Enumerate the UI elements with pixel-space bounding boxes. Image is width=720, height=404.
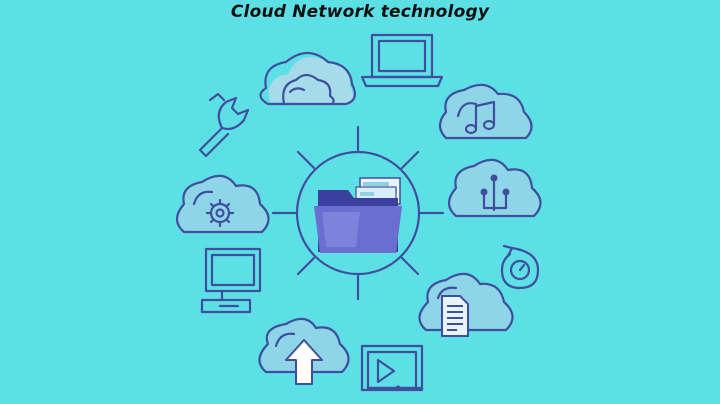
video-player-icon <box>360 344 424 392</box>
cloud-icon <box>259 51 357 106</box>
diagram-title: Cloud Network technology <box>230 2 490 22</box>
cloud-upload-icon <box>258 317 350 385</box>
hub-circle <box>295 150 421 276</box>
cloud-network-icon <box>447 158 542 218</box>
cloud-music-icon <box>438 83 533 140</box>
laptop-icon <box>360 33 444 88</box>
central-folder-icon <box>314 177 402 253</box>
wrench-icon <box>198 92 250 158</box>
desktop-computer-icon <box>200 247 262 314</box>
cloud-document-icon <box>418 272 514 337</box>
hub-rays <box>271 125 445 301</box>
cloud-settings-icon <box>175 174 270 234</box>
refresh-timer-icon <box>500 244 540 290</box>
central-hub <box>271 125 445 301</box>
